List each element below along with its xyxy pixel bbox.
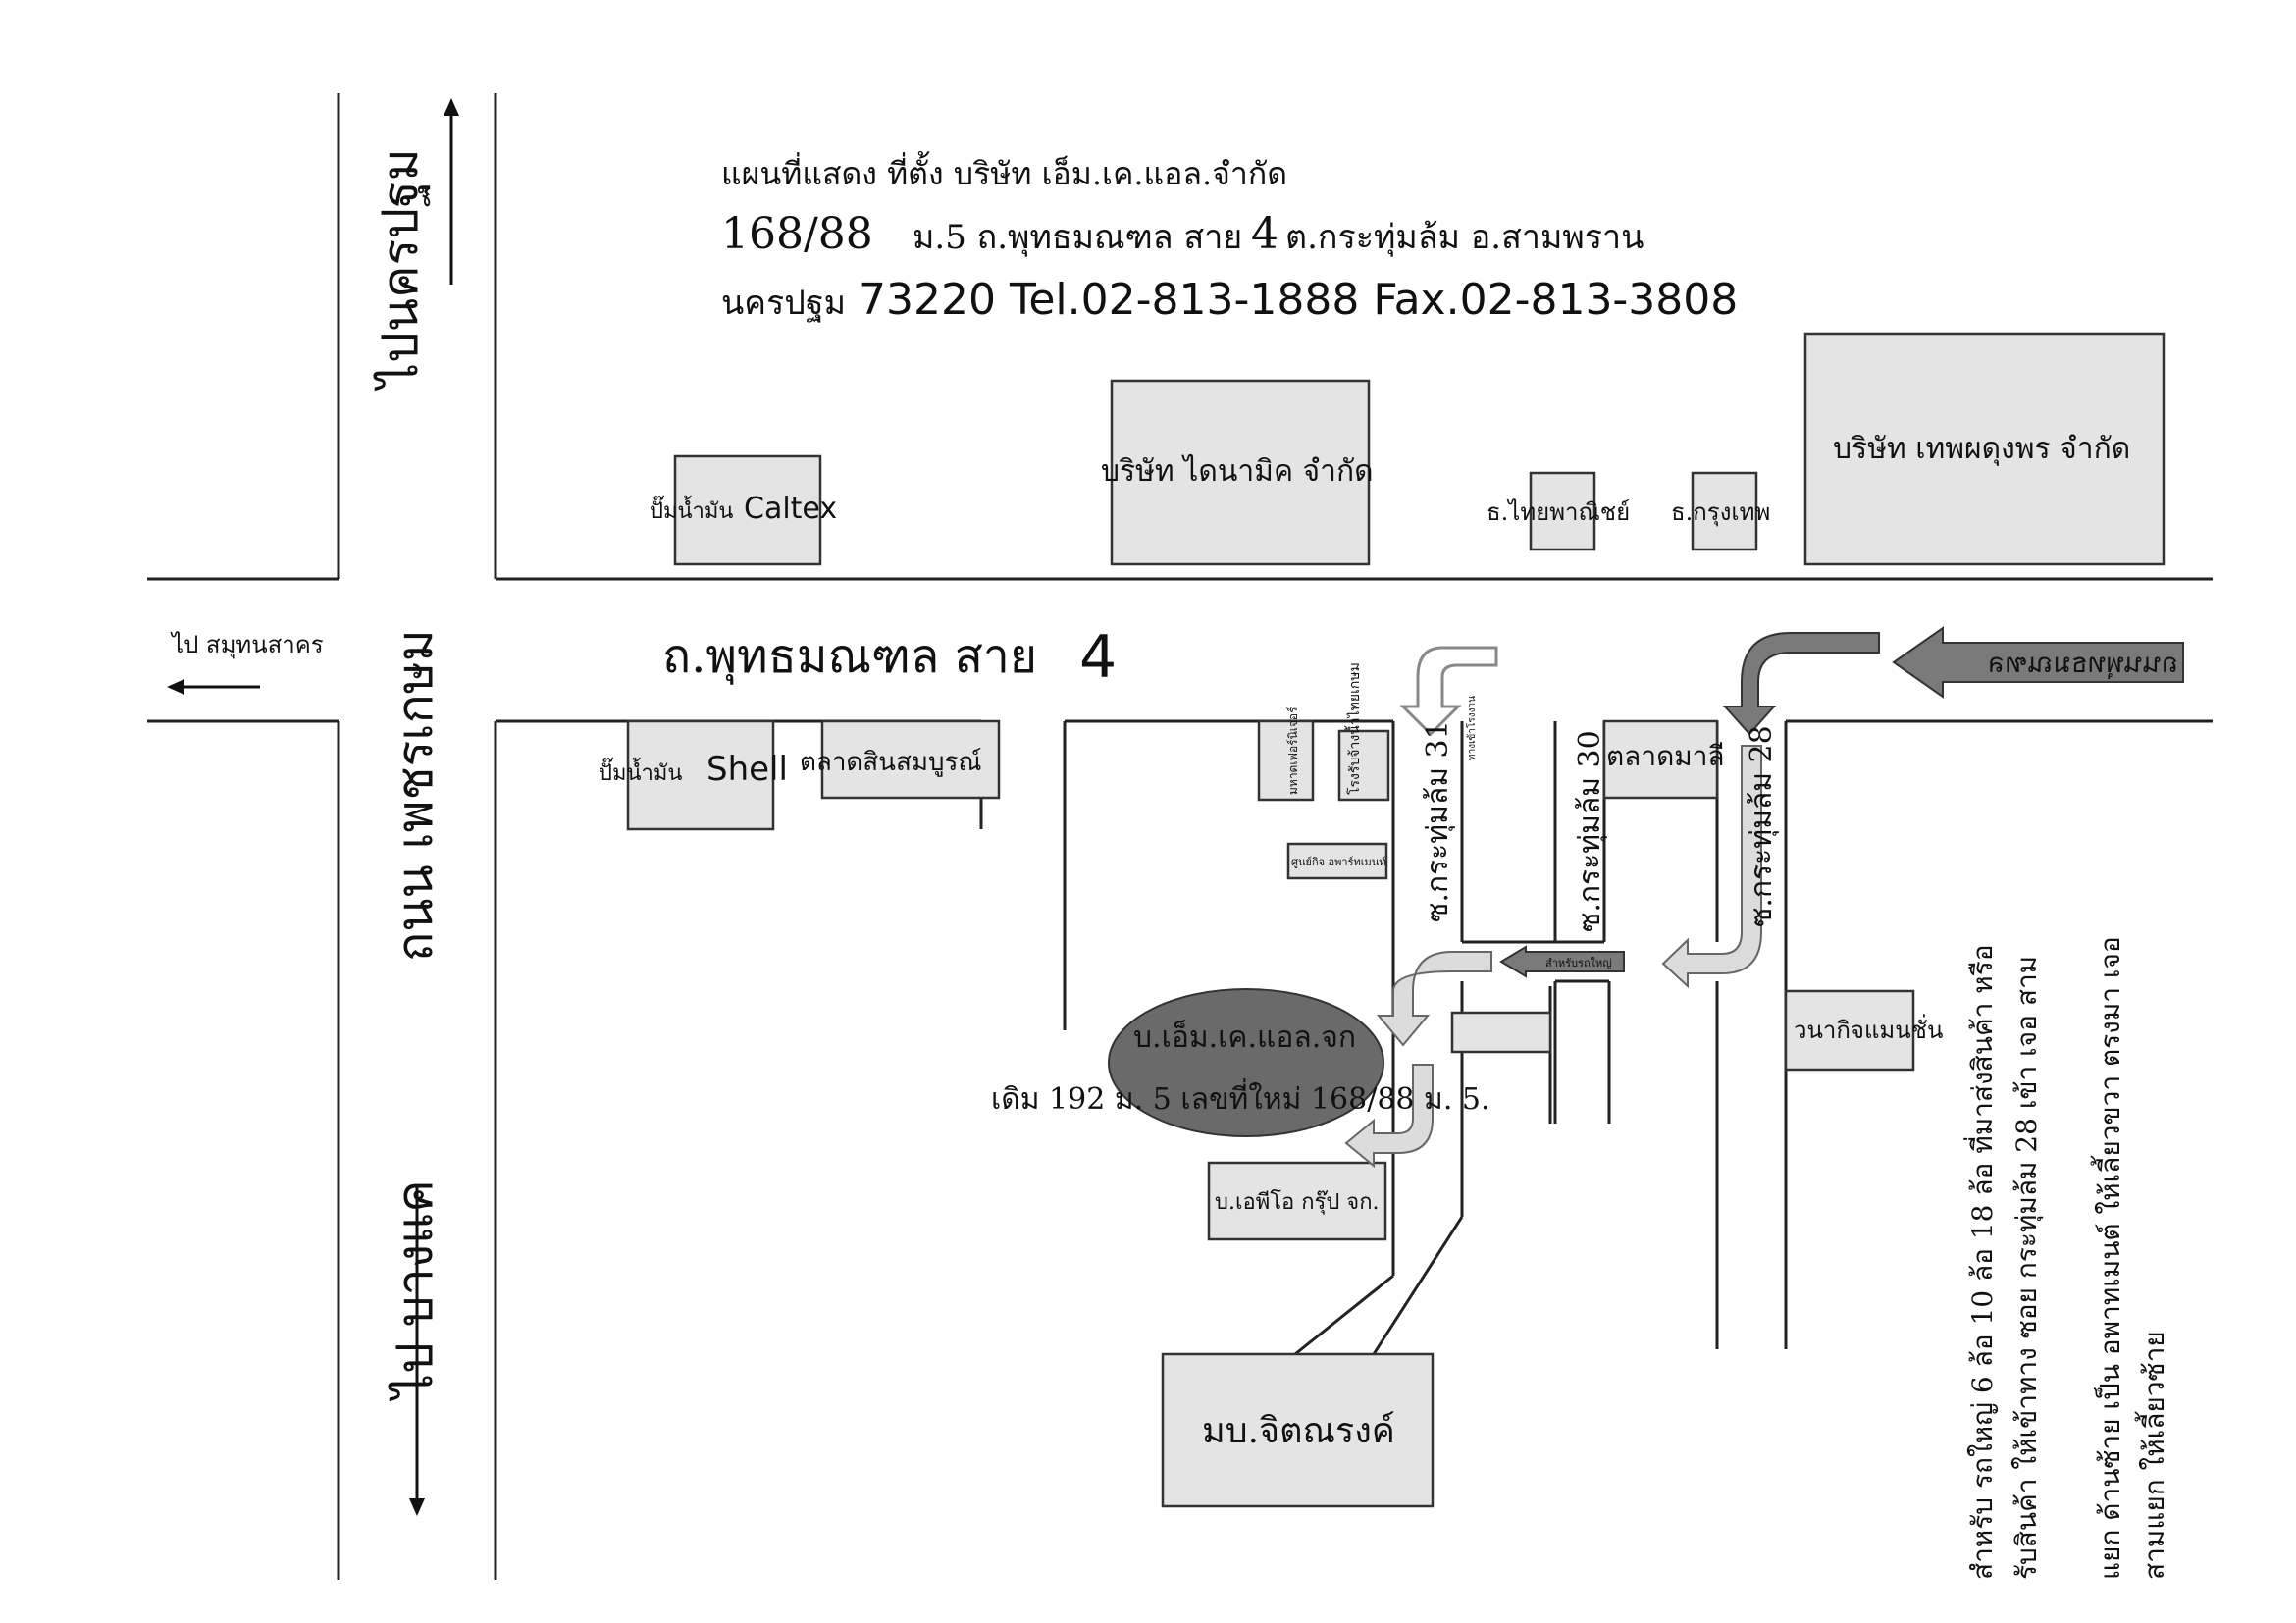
header-line2-c: ต.กระทุ่มล้ม อ.สามพราน [1285,218,1644,257]
banner-arrow [1892,626,2184,699]
apio-label: บ.เอพีโอ กรุ๊ป จก. [1215,1189,1380,1215]
shell-label-a: ปั๊มน้ำมัน [599,757,682,786]
label-to-bang-khae: ไป บางแค [387,1179,444,1402]
label-soi-31: ซ.กระทุ่มล้ม 31 [1421,720,1456,922]
note-line-3: แยก ด้านซ้าย เป็น อพาทเมนต์ ให้เลี้ยวขวา… [2090,936,2126,1580]
dynamic-label: บริษัท ไดนามิค จำกัด [1101,453,1374,489]
header-line1: แผนที่แสดง ที่ตั้ง บริษัท เอ็ม.เค.แอล.จำ… [721,151,1287,192]
caltex-label-b: Caltex [744,492,837,526]
bbl-label: ธ.กรุงเทพ [1671,498,1770,527]
talad-mali-label: ตลาดมาลี [1606,740,1725,772]
small-apartment [1286,842,1388,880]
scb-bank [1529,471,1596,551]
small-sign-label: สำหรับรถใหญ่ [1545,957,1612,969]
thepphadungporn-label: บริษัท เทพผดุงพร จำกัด [1833,432,2130,467]
dynamic-company [1110,379,1371,566]
bbl-bank [1691,471,1758,551]
mkl-label: บ.เอ็ม.เค.แอล.จก [1133,1019,1356,1055]
label-soi-28: ซ.กระทุ่มล้ม 28 [1745,725,1780,927]
wanakit-mansion [1784,989,1915,1072]
header-line2-a: ม.5 ถ.พุทธมณฑล สาย [913,218,1242,257]
dark-turn-arrow [1722,632,1880,736]
direction-arrows [167,98,459,1516]
soi31-hollow-arrow [1399,646,1498,737]
header-line3-a: นครปฐม [721,284,846,323]
shell-station [626,719,775,831]
apio-group [1207,1161,1387,1241]
entry-arrow [1344,1064,1434,1169]
talad-mali-market [1602,719,1719,800]
header-line3-b: 73220 Tel.02-813-1888 Fax.02-813-3808 [859,275,1738,325]
caltex-station [673,454,822,566]
caltex-label-a: ปั๊มน้ำมัน [650,495,733,524]
soi31-sign-label: ทางเข้าโรงงาน [1465,696,1478,760]
thepphadungporn-company [1803,332,2166,566]
header-line2-b: 4 [1251,209,1278,259]
small-apartment-label: ศูนย์กิจ อพาร์ทเมนท์ [1291,856,1386,868]
note-line-1: สำหรับ รถใหญ่ 6 ล้อ 10 ล้อ 18 ล้อ ที่มาส… [1963,944,1999,1580]
furniture-shop [1257,719,1315,802]
label-phetkasem: ถนน เพชรเกษม [387,629,444,962]
talad-sin-label: ตลาดสินสมบูรณ์ [800,748,982,777]
chitnarong-village [1161,1352,1435,1508]
water-plant-label: โรงรับจ้างน้ำไทยเกษม [1344,662,1363,795]
label-to-samut-sakhon: ไป สมุทนสาคร [170,631,324,659]
banner-reversed-label: ถนนพุทธมณฑล [1988,647,2178,680]
header-number: 168/88 [721,209,873,259]
label-to-nakhon-pathom: ไปนครปฐม [372,148,430,392]
furniture-label: มหาดเฟอร์นิเจอร์ [1286,707,1300,795]
shell-label-b: Shell [706,750,788,789]
label-main-road-num: 4 [1079,623,1117,692]
label-main-road: ถ.พุทธมณฑล สาย [662,629,1037,685]
company-turn-arrow [1376,951,1492,1047]
truck-note: สำหรับ รถใหญ่ 6 ล้อ 10 ล้อ 18 ล้อ ที่มาส… [1963,936,2170,1580]
soi28-turn-arrow [1661,745,1762,989]
note-line-4: สามแยก ให้เลี้ยวซ้าย [2134,1331,2170,1580]
talad-sin-market [820,719,1001,800]
mkl-company-marker [1108,988,1384,1137]
chitnarong-label: มบ.จิตณรงค์ [1202,1411,1395,1451]
note-line-2: รับสินค้า ให้เข้าทาง ซอย กระทุ่มล้ม 28 เ… [2010,956,2044,1580]
small-sign-arrow [1499,945,1625,978]
wanakit-label: วนากิจแมนชั่น [1794,1014,1943,1044]
address-note: เดิม 192 ม. 5 เลขที่ใหม่ 168/88 ม. 5. [991,1078,1490,1117]
label-soi-30: ซ.กระทุ่มล้ม 30 [1573,730,1608,932]
water-plant [1337,729,1390,802]
scb-label: ธ.ไทยพาณิชย์ [1487,498,1630,526]
glass-shop [1450,1011,1552,1054]
